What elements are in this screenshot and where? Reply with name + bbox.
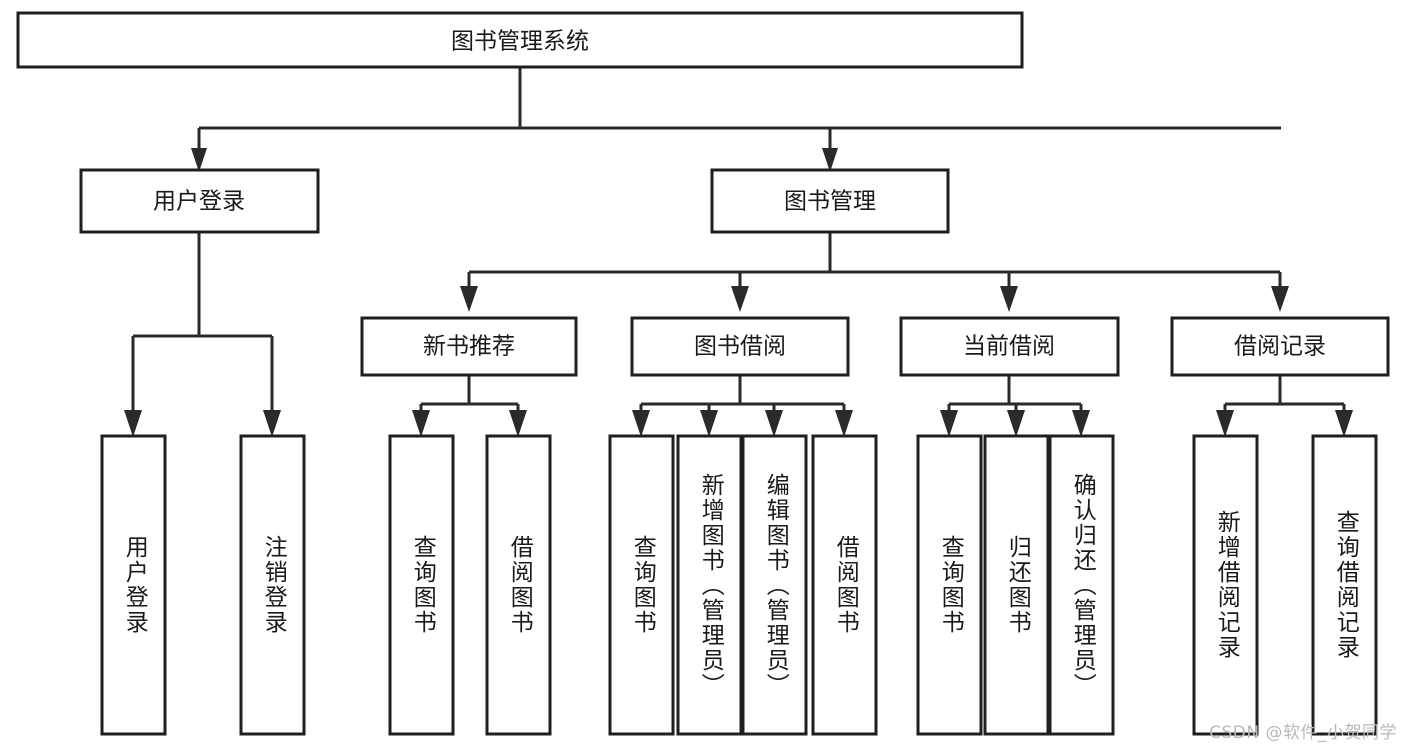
connector-book-mgmt-to-level3 [460,232,1289,312]
node-book-borrow[interactable]: 图书借阅 [630,316,850,377]
arrow-head-icon [124,410,142,437]
node-borrow-record[interactable]: 借阅记录 [1170,316,1390,377]
arrow-head-icon [1072,410,1090,437]
node-user-login[interactable]: 用户登录 [79,168,320,234]
node-user-login-box[interactable] [79,168,320,234]
arrow-head-icon [835,410,853,437]
arrow-head-icon [765,410,783,437]
leaf-box-borrow-book-1[interactable] [485,434,552,736]
leaf-box-logout[interactable] [239,434,306,736]
leaf-box-add-borrow-record[interactable] [1192,434,1259,736]
node-book-borrow-label: 图书借阅 [694,334,786,360]
connector-current-borrow-to-leaves [940,375,1090,437]
arrow-head-icon [731,286,749,312]
arrow-head-icon [1007,410,1025,437]
arrow-head-icon [700,410,718,437]
node-book-management-label: 图书管理 [784,189,876,215]
node-new-book-recommend-label: 新书推荐 [423,334,515,360]
node-new-book-recommend[interactable]: 新书推荐 [360,316,578,377]
node-current-borrow-box[interactable] [899,316,1120,377]
leaf-box-confirm-return-admin[interactable] [1048,434,1115,736]
node-root-box[interactable] [16,11,1024,69]
leaf-box-borrow-book-2[interactable] [811,434,878,736]
leaf-box-edit-book-admin[interactable] [741,434,808,736]
node-root-label: 图书管理系统 [451,29,589,55]
connector-user-login-to-leaves [124,232,281,437]
leaf-box-query-book-1[interactable] [388,434,455,736]
node-user-login-label: 用户登录 [153,189,245,215]
arrow-head-icon [509,410,527,437]
connector-book-borrow-to-leaves [632,375,853,437]
arrow-head-icon [1000,286,1018,312]
connector-new-book-rec-to-leaves [412,375,527,437]
arrow-head-icon [822,148,838,172]
connector-borrow-record-to-leaves [1216,375,1353,437]
leaf-box-query-book-2[interactable] [608,434,675,736]
node-borrow-record-label: 借阅记录 [1234,334,1326,360]
arrow-head-icon [632,410,650,437]
arrow-head-icon [263,410,281,437]
csdn-watermark: CSDN @软件_小贺同学 [1209,723,1397,743]
arrow-head-icon [940,410,958,437]
leaf-box-user-login[interactable] [100,434,167,736]
leaf-box-query-borrow-record[interactable] [1311,434,1378,736]
arrow-head-icon [412,410,430,437]
arrow-head-icon [1271,286,1289,312]
node-book-management-box[interactable] [710,168,950,234]
leaf-box-add-book-admin[interactable] [676,434,743,736]
arrow-head-icon [1216,410,1234,437]
arrow-head-icon [191,148,207,172]
node-current-borrow[interactable]: 当前借阅 [899,316,1120,377]
node-book-borrow-box[interactable] [630,316,850,377]
connector-root-to-level2 [191,67,1281,172]
arrow-head-icon [460,286,478,312]
leaf-box-query-book-3[interactable] [916,434,983,736]
node-book-management[interactable]: 图书管理 [710,168,950,234]
node-root[interactable]: 图书管理系统 [16,11,1024,69]
node-new-book-recommend-box[interactable] [360,316,578,377]
arrow-head-icon [1335,410,1353,437]
node-current-borrow-label: 当前借阅 [963,334,1055,360]
node-borrow-record-box[interactable] [1170,316,1390,377]
leaf-box-return-book[interactable] [983,434,1050,736]
